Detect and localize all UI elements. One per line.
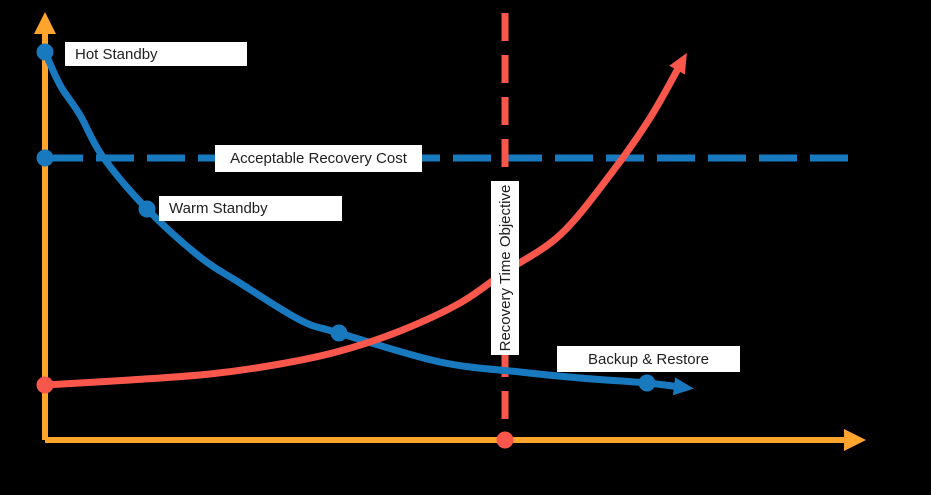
downtime-cost-curve (41, 61, 684, 389)
recovery-time-objective-line-marker (496, 431, 514, 449)
recovery-time-objective-label: Recovery Time Objective (491, 181, 519, 355)
hot-standby-label: Hot Standby (65, 42, 247, 66)
solution-cost-curve-marker (330, 324, 348, 342)
solution-cost-curve (41, 48, 684, 391)
acceptable-recovery-cost-line-marker (36, 149, 54, 167)
y-axis-arrowhead-icon (34, 12, 56, 34)
warm-standby-label: Warm Standby (159, 196, 342, 221)
solution-cost-curve-marker (638, 374, 656, 392)
downtime-cost-curve-arrowhead-icon (669, 52, 687, 75)
solution-cost-curve-marker (138, 200, 156, 218)
acceptable-recovery-cost-label: Acceptable Recovery Cost (215, 145, 422, 172)
backup-restore-label: Backup & Restore (557, 346, 740, 372)
solution-cost-curve-marker (36, 43, 54, 61)
x-axis-arrowhead-icon (844, 429, 866, 451)
downtime-cost-curve-marker (36, 376, 54, 394)
solution-cost-curve-arrowhead-icon (672, 377, 694, 396)
